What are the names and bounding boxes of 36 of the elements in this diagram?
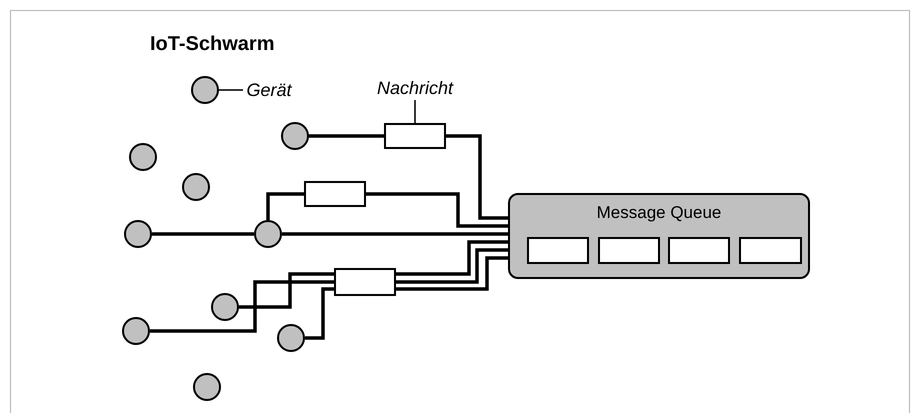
device-circle [191,76,219,104]
queue-slot [739,237,802,264]
device-circle [124,220,152,248]
diagram-title: IoT-Schwarm [150,33,274,56]
leader-line [414,100,416,123]
connector-line [396,256,508,291]
queue-box [508,193,810,279]
connector-line [305,287,334,340]
device-circle [182,173,210,201]
device-circle [122,317,150,345]
queue-slot [598,237,660,264]
device-circle [254,220,282,248]
callout-label: Gerät [243,78,295,102]
connector-line [150,280,334,333]
leader-line [219,89,243,91]
queue-slot [527,237,589,264]
message-box [334,268,396,296]
message-box [384,123,446,149]
connector-line [266,192,304,220]
connector-line [282,232,508,236]
device-circle [281,122,309,150]
connector-line [446,134,508,220]
queue-title: Message Queue [596,203,722,223]
connector-line [396,240,508,276]
device-circle [129,143,157,171]
connector-line [239,272,334,309]
message-box [304,181,366,207]
connector-line [309,134,384,138]
connector-line [396,248,508,284]
device-circle [277,324,305,352]
device-circle [193,373,221,401]
queue-slot [668,237,730,264]
connector-line [152,232,254,236]
callout-label: Nachricht [370,76,460,100]
device-circle [211,293,239,321]
connector-line [366,192,508,228]
